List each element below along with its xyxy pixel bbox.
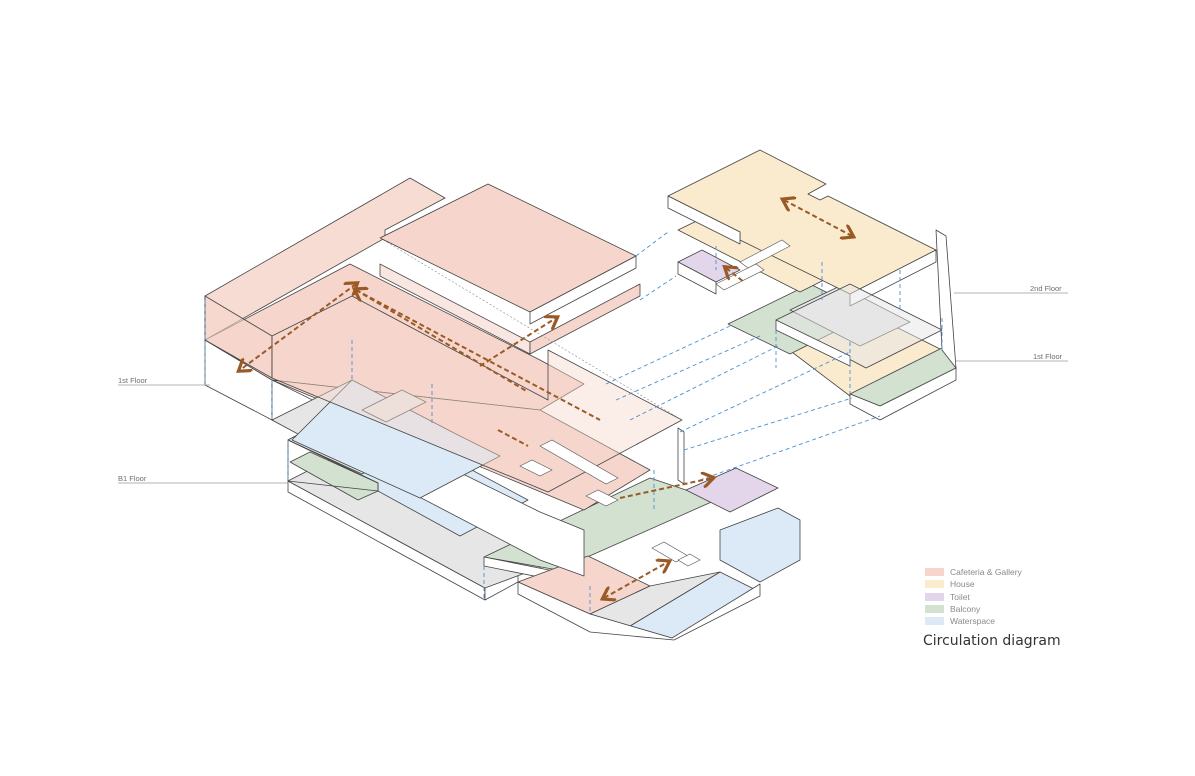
legend-swatch: [925, 592, 944, 601]
arrow-right-stair: [726, 268, 745, 283]
legend-label: Toilet: [950, 591, 970, 602]
legend-item-cafeteria: Cafeteria & Gallery: [925, 566, 1022, 578]
legend-item-balcony: Balcony: [925, 603, 1022, 615]
right-stair: [715, 239, 791, 291]
legend-swatch: [925, 580, 944, 589]
roof-slab-east-wall: [677, 427, 685, 485]
r-east-wall: [935, 229, 957, 369]
r2-slab-side: [677, 261, 717, 295]
arrow-1f-north: [479, 318, 556, 367]
arrow-b1-east: [604, 562, 668, 598]
stair-flight-3: [585, 489, 619, 507]
r-stair-flight-1: [739, 239, 791, 269]
stair-east-2: [677, 553, 701, 567]
arrow-right-2f: [784, 200, 852, 236]
label-right-2nd-floor: 2nd Floor: [1030, 284, 1062, 293]
label-left-b1-floor: B1 Floor: [118, 474, 147, 483]
right-building: [667, 149, 957, 421]
legend-item-waterspace: Waterspace: [925, 615, 1022, 627]
label-left-1st-floor: 1st Floor: [118, 376, 148, 385]
legend-label: Balcony: [950, 604, 981, 615]
r-stair-flight-2: [715, 263, 765, 291]
legend-label: Waterspace: [950, 616, 996, 627]
b1-east-toilet: [685, 467, 779, 513]
r1-floor-side: [849, 367, 957, 421]
roof-slab-main: [271, 295, 683, 493]
legend-swatch: [925, 605, 944, 614]
label-right-1st-floor: 1st Floor: [1033, 352, 1063, 361]
projection-lines: [204, 231, 943, 614]
legend-swatch: [925, 617, 944, 626]
b1-wall-front: [287, 439, 379, 492]
legend-label: House: [950, 579, 975, 590]
legend-swatch: [925, 568, 944, 577]
legend-item-house: House: [925, 578, 1022, 590]
left-1st-floor: [204, 263, 651, 577]
diagram-title: Circulation diagram: [923, 633, 1061, 649]
stair-flight-1: [539, 439, 619, 485]
legend-label: Cafeteria & Gallery: [950, 567, 1022, 578]
roof-slab-north-side: [529, 255, 637, 325]
legend-item-toilet: Toilet: [925, 591, 1022, 603]
arrow-corridor: [355, 289, 601, 421]
roof-slab-north-lower-right: [529, 283, 641, 355]
1f-gray-notch: [361, 389, 427, 423]
circulation-arrows: [240, 200, 852, 598]
roof-divider-line: [379, 237, 683, 421]
arrow-to-stair: [497, 429, 529, 447]
left-stair: [519, 439, 701, 567]
arrow-1f-west: [240, 284, 356, 370]
b1-east-water: [719, 507, 801, 583]
b1-lower-side: [517, 581, 761, 641]
arrow-1f-diagonal: [356, 290, 529, 393]
1f-water-room: [291, 379, 501, 499]
r-roof-side-west: [667, 195, 741, 245]
stair-flight-2: [519, 459, 553, 477]
label-leaders: [118, 292, 1068, 484]
legend: Cafeteria & Gallery House Toilet Balcony…: [925, 566, 1022, 627]
